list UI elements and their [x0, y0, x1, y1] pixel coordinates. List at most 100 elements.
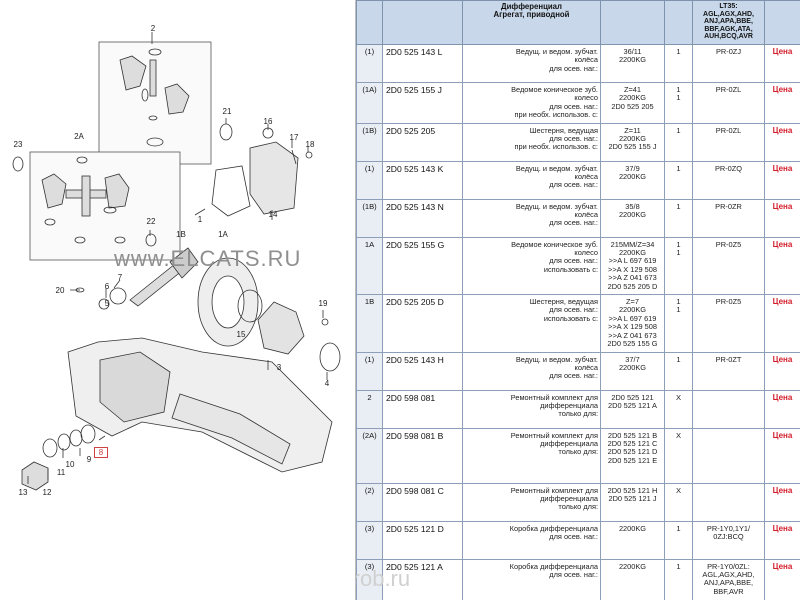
cell-position: (2A): [356, 427, 383, 484]
price-link[interactable]: Цена: [772, 561, 793, 571]
cell-price[interactable]: Цена: [764, 294, 800, 353]
spec-line: Z=11: [624, 125, 641, 135]
price-link[interactable]: Цена: [772, 47, 793, 56]
price-link[interactable]: Цена: [772, 430, 793, 440]
cell-position: (1): [356, 160, 383, 200]
cell-price[interactable]: Цена: [764, 44, 800, 83]
quantity-line: X: [675, 392, 682, 402]
cell-price[interactable]: Цена: [764, 389, 800, 429]
price-link[interactable]: Цена: [772, 485, 793, 495]
cell-position: (1): [356, 44, 383, 83]
quantity-line: 1: [676, 93, 681, 103]
cell-price[interactable]: Цена: [764, 122, 800, 162]
spec-line: 2200KG: [618, 305, 647, 315]
parts-table-panel: Дифференциал Агрегат, приводной LT35: AG…: [356, 0, 800, 600]
cell-model: PR-0ZL: [692, 82, 765, 124]
cell-position: (1B): [356, 122, 383, 162]
quantity-line: 1: [676, 248, 681, 258]
cell-part-number[interactable]: 2D0 598 081: [382, 389, 463, 429]
cell-price[interactable]: Цена: [764, 558, 800, 600]
model-line: 0ZJ:BCQ: [713, 531, 744, 541]
cell-price[interactable]: Цена: [764, 427, 800, 484]
model-line: PR-0ZL: [715, 85, 742, 94]
description-line: Ведущ. и ведом. зубчат.: [515, 47, 598, 56]
parts-table: Дифференциал Агрегат, приводной LT35: AG…: [356, 0, 800, 600]
spec-line: 2D0 525 121 E: [607, 455, 658, 465]
cell-position: 1B: [356, 294, 383, 353]
callout-21: 21: [222, 107, 232, 116]
cell-quantity: 1: [664, 44, 693, 83]
description-line: Ведущ. и ведом. зубчат.: [515, 163, 598, 173]
cell-price[interactable]: Цена: [764, 198, 800, 238]
cell-price[interactable]: Цена: [764, 520, 800, 560]
cell-part-number[interactable]: 2D0 525 143 N: [382, 198, 463, 238]
price-link[interactable]: Цена: [772, 392, 793, 402]
price-link[interactable]: Цена: [772, 297, 793, 307]
cell-position: 2: [356, 389, 383, 429]
cell-part-number[interactable]: 2D0 525 155 J: [382, 82, 463, 124]
cell-part-number[interactable]: 2D0 525 205: [382, 122, 463, 162]
spec-line: >>A L 697 619: [608, 313, 657, 323]
cell-part-number[interactable]: 2D0 598 081 C: [382, 482, 463, 522]
spec-line: 2200KG: [618, 523, 647, 533]
cell-part-number[interactable]: 2D0 525 155 G: [382, 236, 463, 296]
cell-price[interactable]: Цена: [764, 236, 800, 296]
watermark-elcats: www.ELCATS.RU: [114, 246, 302, 271]
cell-price[interactable]: Цена: [764, 82, 800, 124]
quantity-line: 1: [676, 47, 681, 56]
watermark-mkrob: m-krob.ru: [356, 566, 411, 591]
price-link[interactable]: Цена: [772, 523, 793, 533]
spec-line: >>A L 697 619: [608, 256, 657, 266]
description-line: для осев. наг.:: [549, 63, 598, 73]
spec-line: 2D0 525 121 A: [608, 400, 657, 410]
cell-part-number[interactable]: 2D0 525 143 K: [382, 160, 463, 200]
cell-price[interactable]: Цена: [764, 351, 800, 391]
price-link[interactable]: Цена: [772, 163, 793, 173]
price-link[interactable]: Цена: [772, 125, 793, 135]
cell-model: PR-0Z5: [692, 294, 765, 353]
description-line: Коробка дифференциала: [509, 523, 598, 533]
cell-quantity: X: [664, 482, 693, 522]
description-line: использовать с:: [543, 313, 598, 323]
cell-price[interactable]: Цена: [764, 482, 800, 522]
price-link[interactable]: Цена: [772, 239, 793, 249]
spec-line: 2D0 525 121 J: [608, 493, 657, 503]
quantity-line: 1: [676, 239, 681, 249]
spec-line: 37/7: [625, 354, 640, 364]
spec-line: >>A Z 041 673: [608, 330, 657, 340]
description-line: для осев. наг.:: [549, 218, 598, 228]
cell-price[interactable]: Цена: [764, 160, 800, 200]
price-link[interactable]: Цена: [772, 354, 793, 364]
description-line: дифференциала: [540, 400, 598, 410]
spec-line: 2200KG: [618, 93, 647, 103]
cell-part-number[interactable]: 2D0 525 121 D: [382, 520, 463, 560]
cell-part-number[interactable]: 2D0 525 143 H: [382, 351, 463, 391]
spec-line: 2D0 525 121 H: [607, 485, 658, 495]
cell-part-number[interactable]: 2D0 525 143 L: [382, 44, 463, 83]
description-line: Шестерня, ведущая: [529, 297, 598, 307]
cell-quantity: 1: [664, 558, 693, 600]
cell-part-number[interactable]: 2D0 598 081 B: [382, 427, 463, 484]
price-link[interactable]: Цена: [772, 85, 793, 94]
description-line: колёса: [574, 55, 599, 65]
cell-part-number[interactable]: 2D0 525 205 D: [382, 294, 463, 353]
description-line: для осев. наг.:: [549, 569, 598, 579]
callout-2: 2: [150, 24, 156, 33]
price-link[interactable]: Цена: [772, 201, 793, 211]
cell-part-number[interactable]: 2D0 525 121 A: [382, 558, 463, 600]
spec-line: 2D0 525 155 G: [607, 339, 658, 349]
model-line: PR-1Y0,1Y1/: [706, 523, 751, 533]
header-model: LT35: AGL,AGX,AHD, ANJ,APA,BBE, BBF,AGK,…: [692, 0, 765, 45]
cell-model: [692, 389, 765, 429]
